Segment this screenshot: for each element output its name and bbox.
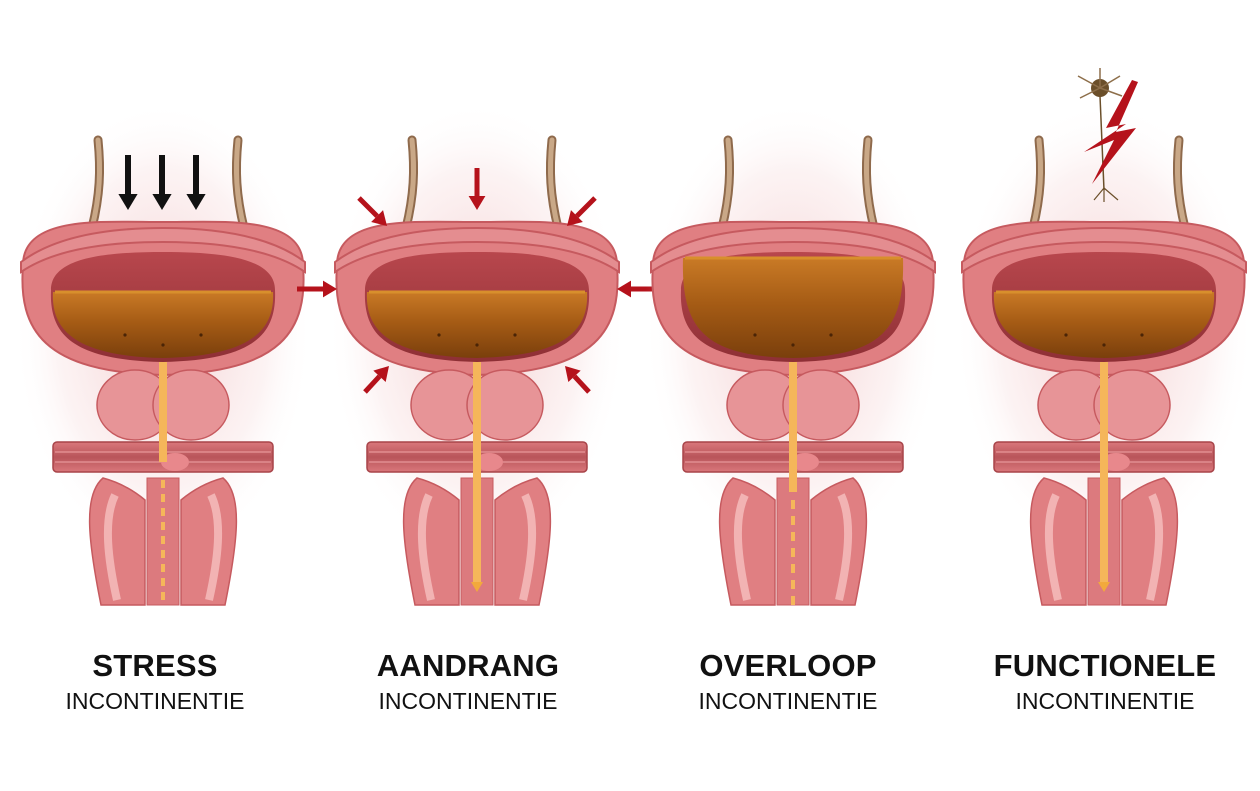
ureteral-orifice [1102, 343, 1106, 347]
panel-title: STRESS [92, 648, 218, 683]
corpus-left [1029, 477, 1087, 606]
urine [682, 258, 904, 358]
urine [366, 292, 588, 358]
stream-tip [1098, 582, 1110, 592]
corpus-left [402, 477, 460, 606]
ureteral-orifice [123, 333, 127, 337]
prostate-lobe [152, 369, 230, 441]
panel-title: FUNCTIONELE [993, 648, 1217, 683]
leak-drop [791, 532, 795, 541]
squeeze-arrow-icon [565, 366, 591, 394]
pressure-arrow-icon [186, 155, 206, 210]
prostate-lobe [1093, 369, 1171, 441]
sphincter [475, 453, 503, 471]
sphincter [1102, 453, 1130, 471]
lightning-bolt-icon [1084, 80, 1138, 184]
prostate-lobe [466, 369, 544, 441]
bladder-rim [650, 226, 936, 274]
label-overloop: OVERLOOP INCONTINENTIE [648, 648, 928, 716]
panel-title: AANDRANG [376, 648, 560, 683]
ureteral-orifice [437, 333, 441, 337]
leak-drop [791, 548, 795, 557]
sphincter [791, 453, 819, 471]
ureteral-orifice [513, 333, 517, 337]
leak-drop [161, 564, 165, 572]
ureteral-orifice [1064, 333, 1068, 337]
squeeze-arrow-icon [468, 168, 486, 210]
pressure-arrow-icon [118, 155, 138, 210]
bladder-panel [643, 100, 943, 606]
panel-subtitle: INCONTINENTIE [378, 688, 558, 714]
pressure-arrow-icon [152, 155, 172, 210]
panel-title: OVERLOOP [699, 648, 877, 683]
squeeze-arrow-icon [363, 366, 389, 394]
leak-drop [791, 500, 795, 509]
corpus-left [88, 477, 146, 606]
leak-drop [161, 536, 165, 544]
bladder-panel [297, 100, 657, 606]
bladder-panel [954, 68, 1254, 606]
leak-drop [161, 592, 165, 600]
corpus-right [180, 477, 238, 606]
bladder-rim [961, 226, 1247, 274]
urethra [1100, 362, 1108, 584]
ureteral-orifice [791, 343, 795, 347]
leak-drop [161, 522, 165, 530]
leak-drop [791, 580, 795, 589]
corpus-right [810, 477, 868, 606]
ureteral-orifice [1140, 333, 1144, 337]
panel-subtitle: INCONTINENTIE [65, 688, 245, 714]
bladder-panel [13, 100, 313, 606]
bladder-rim [334, 226, 620, 274]
panel-subtitle: INCONTINENTIE [698, 688, 878, 714]
bladder-rim [20, 226, 306, 274]
corpus-right [1121, 477, 1179, 606]
urine [993, 292, 1215, 358]
leak-drop [161, 578, 165, 586]
leak-drop [791, 596, 795, 605]
label-stress: STRESS INCONTINENTIE [15, 648, 295, 716]
leak-drop [791, 516, 795, 525]
ureteral-orifice [829, 333, 833, 337]
urethra [789, 362, 797, 462]
sphincter [161, 453, 189, 471]
stream-tip [471, 582, 483, 592]
leak-drop [161, 480, 165, 488]
panel-subtitle: INCONTINENTIE [1015, 688, 1195, 714]
urethra [473, 362, 481, 584]
urethra [159, 362, 167, 462]
ureteral-orifice [475, 343, 479, 347]
corpus-right [494, 477, 552, 606]
label-functionele: FUNCTIONELE INCONTINENTIE [965, 648, 1245, 716]
leak-drop [161, 550, 165, 558]
squeeze-arrow-icon [357, 196, 387, 226]
ureteral-orifice [753, 333, 757, 337]
ureteral-orifice [199, 333, 203, 337]
squeeze-arrow-icon [297, 280, 337, 298]
leak-drop [791, 564, 795, 573]
ureteral-orifice [161, 343, 165, 347]
leak-drop [161, 508, 165, 516]
corpus-left [718, 477, 776, 606]
prostate-lobe [782, 369, 860, 441]
label-aandrang: AANDRANG INCONTINENTIE [328, 648, 608, 716]
leak-drop [161, 494, 165, 502]
squeeze-arrow-icon [567, 196, 597, 226]
urine [52, 292, 274, 358]
